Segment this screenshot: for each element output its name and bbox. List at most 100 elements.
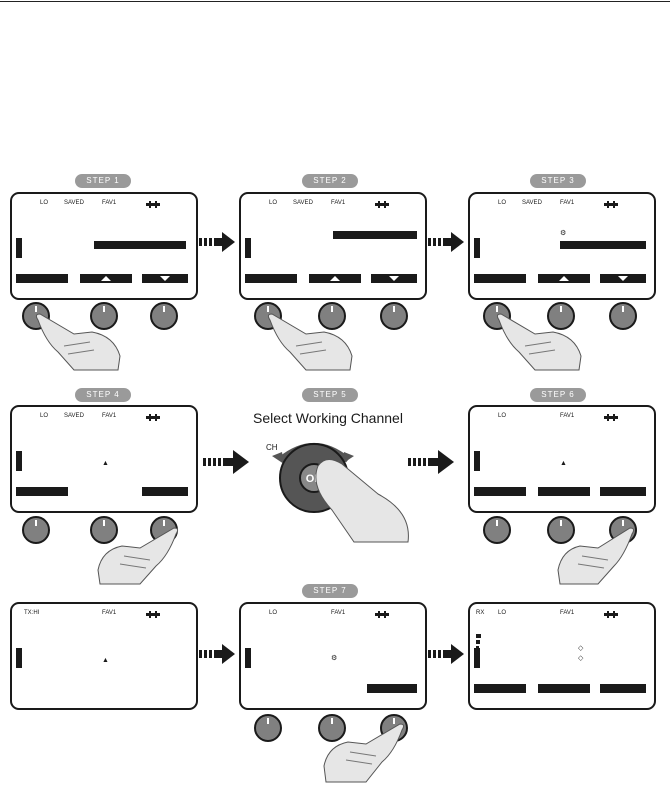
lo-label: LO xyxy=(40,200,48,206)
hand-icon xyxy=(96,526,180,586)
channel-digit xyxy=(474,451,480,471)
screen-step-6: LO FAV1 ▲ xyxy=(468,405,656,513)
highlight-bar xyxy=(94,241,186,249)
top-rule xyxy=(0,1,670,2)
triangle-down-icon xyxy=(618,276,628,281)
settings-glyph-icon: ⚙ xyxy=(560,229,566,237)
channel-digit xyxy=(16,648,22,668)
step-2-badge: STEP 2 xyxy=(302,174,358,188)
softkey-left xyxy=(474,487,526,496)
saved-label: SAVED xyxy=(522,200,542,206)
triangle-up-icon xyxy=(101,276,111,281)
hand-icon xyxy=(322,722,406,784)
battery-icon xyxy=(604,416,618,419)
battery-icon xyxy=(146,416,160,419)
screen-step-4: LO SAVED FAV1 ▲ xyxy=(10,405,198,513)
step-3-badge: STEP 3 xyxy=(530,174,586,188)
softkey-knob-left[interactable] xyxy=(254,714,282,742)
hand-icon xyxy=(316,459,409,542)
channel-dial[interactable]: CH OK xyxy=(262,430,422,548)
signal-bar xyxy=(476,634,481,638)
arrow-right-icon xyxy=(199,644,237,664)
hand-icon xyxy=(495,312,585,372)
saved-label: SAVED xyxy=(64,200,84,206)
fav-label: FAV1 xyxy=(331,610,345,616)
softkey-left xyxy=(16,274,68,283)
hand-icon xyxy=(34,312,124,372)
channel-digit xyxy=(474,238,480,258)
arrow-right-icon xyxy=(428,644,466,664)
screen-step-7-tx: TX:HI FAV1 ▲ xyxy=(10,602,198,710)
highlight-bar xyxy=(560,241,646,249)
battery-icon xyxy=(604,613,618,616)
screen-step-3: LO SAVED FAV1 ⚙ xyxy=(468,192,656,300)
screen-step-1: LO SAVED FAV1 xyxy=(10,192,198,300)
settings-glyph-icon: ⚙ xyxy=(331,654,337,662)
triangle-down-icon xyxy=(160,276,170,281)
tx-hi-label: TX:HI xyxy=(24,610,39,616)
softkey-down xyxy=(600,274,646,283)
softkey-down xyxy=(371,274,417,283)
arrow-right-icon xyxy=(199,232,237,252)
fav-label: FAV1 xyxy=(560,610,574,616)
select-channel-caption: Select Working Channel xyxy=(253,410,403,426)
arrow-right-icon xyxy=(428,232,466,252)
lo-label: LO xyxy=(498,200,506,206)
channel-digit xyxy=(16,451,22,471)
speaker-icon: ▲ xyxy=(102,460,109,467)
lo-label: LO xyxy=(269,200,277,206)
diamond-icon: ◇ xyxy=(578,654,583,662)
softkey-middle xyxy=(538,684,590,693)
softkey-left xyxy=(474,274,526,283)
softkey-right xyxy=(600,487,646,496)
softkey-left xyxy=(16,487,68,496)
battery-icon xyxy=(604,203,618,206)
triangle-up-icon xyxy=(330,276,340,281)
battery-icon xyxy=(146,613,160,616)
step-6-badge: STEP 6 xyxy=(530,388,586,402)
softkey-left xyxy=(474,684,526,693)
lo-label: LO xyxy=(498,413,506,419)
step-1-badge: STEP 1 xyxy=(75,174,131,188)
softkey-right xyxy=(367,684,417,693)
signal-bar xyxy=(476,640,480,644)
fav-label: FAV1 xyxy=(102,200,116,206)
softkey-right xyxy=(142,487,188,496)
softkey-knob-right[interactable] xyxy=(609,302,637,330)
hand-icon xyxy=(556,526,636,586)
step-4-badge: STEP 4 xyxy=(75,388,131,402)
fav-label: FAV1 xyxy=(560,413,574,419)
softkey-knob-left[interactable] xyxy=(483,516,511,544)
step-5-badge: STEP 5 xyxy=(302,388,358,402)
lo-label: LO xyxy=(40,413,48,419)
fav-label: FAV1 xyxy=(331,200,345,206)
channel-digit xyxy=(474,648,480,668)
battery-icon xyxy=(146,203,160,206)
saved-label: SAVED xyxy=(64,413,84,419)
softkey-right xyxy=(600,684,646,693)
softkey-knob-right[interactable] xyxy=(150,302,178,330)
arrow-right-icon xyxy=(408,450,456,474)
channel-digit xyxy=(245,648,251,668)
screen-step-7-rx: RX LO FAV1 ◇ ◇ xyxy=(468,602,656,710)
lo-label: LO xyxy=(269,610,277,616)
softkey-middle xyxy=(538,487,590,496)
battery-icon xyxy=(375,613,389,616)
diamond-icon: ◇ xyxy=(578,644,583,652)
softkey-up xyxy=(309,274,361,283)
triangle-up-icon xyxy=(559,276,569,281)
softkey-knob-right[interactable] xyxy=(380,302,408,330)
softkey-up xyxy=(80,274,132,283)
speaker-icon: ▲ xyxy=(560,460,567,467)
saved-label: SAVED xyxy=(293,200,313,206)
battery-icon xyxy=(375,203,389,206)
triangle-down-icon xyxy=(389,276,399,281)
fav-label: FAV1 xyxy=(560,200,574,206)
fav-label: FAV1 xyxy=(102,413,116,419)
ch-label: CH xyxy=(266,443,278,452)
speaker-icon: ▲ xyxy=(102,657,109,664)
rx-label: RX xyxy=(476,610,484,616)
softkey-knob-left[interactable] xyxy=(22,516,50,544)
channel-digit xyxy=(16,238,22,258)
screen-step-7-main: LO FAV1 ⚙ xyxy=(239,602,427,710)
